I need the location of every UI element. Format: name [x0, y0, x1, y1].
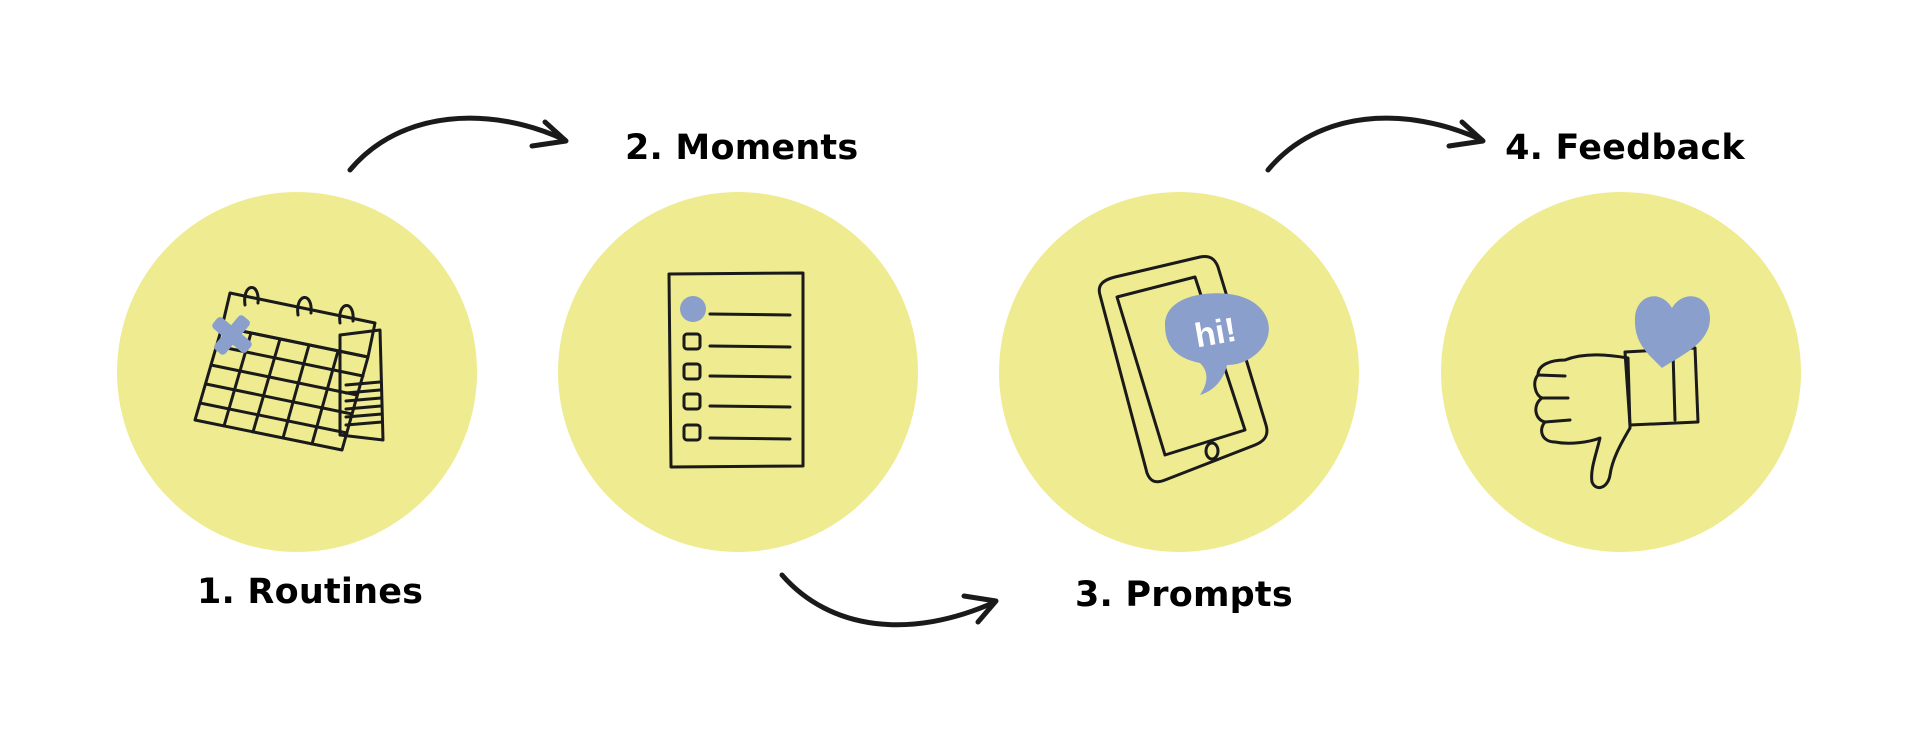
step-4-circle — [1441, 192, 1801, 552]
step-2-label: 2. Moments — [625, 128, 859, 168]
heart-icon — [1634, 296, 1710, 368]
step-3-circle — [999, 192, 1359, 552]
checklist-icon — [667, 271, 805, 469]
step-1-circle — [117, 192, 477, 552]
step-2-circle — [558, 192, 918, 552]
speech-bubble: hi! — [1165, 293, 1269, 395]
cross-mark-icon — [212, 315, 252, 355]
calendar-icon — [193, 286, 385, 452]
step-4-label: 4. Feedback — [1505, 128, 1745, 168]
thumbs-down-heart-icon — [1533, 296, 1710, 490]
step-1-label: 1. Routines — [197, 572, 424, 612]
step-3-label: 3. Prompts — [1075, 575, 1293, 615]
phone-message-icon: hi! — [1097, 255, 1269, 484]
bubble-text: hi! — [1192, 311, 1240, 356]
